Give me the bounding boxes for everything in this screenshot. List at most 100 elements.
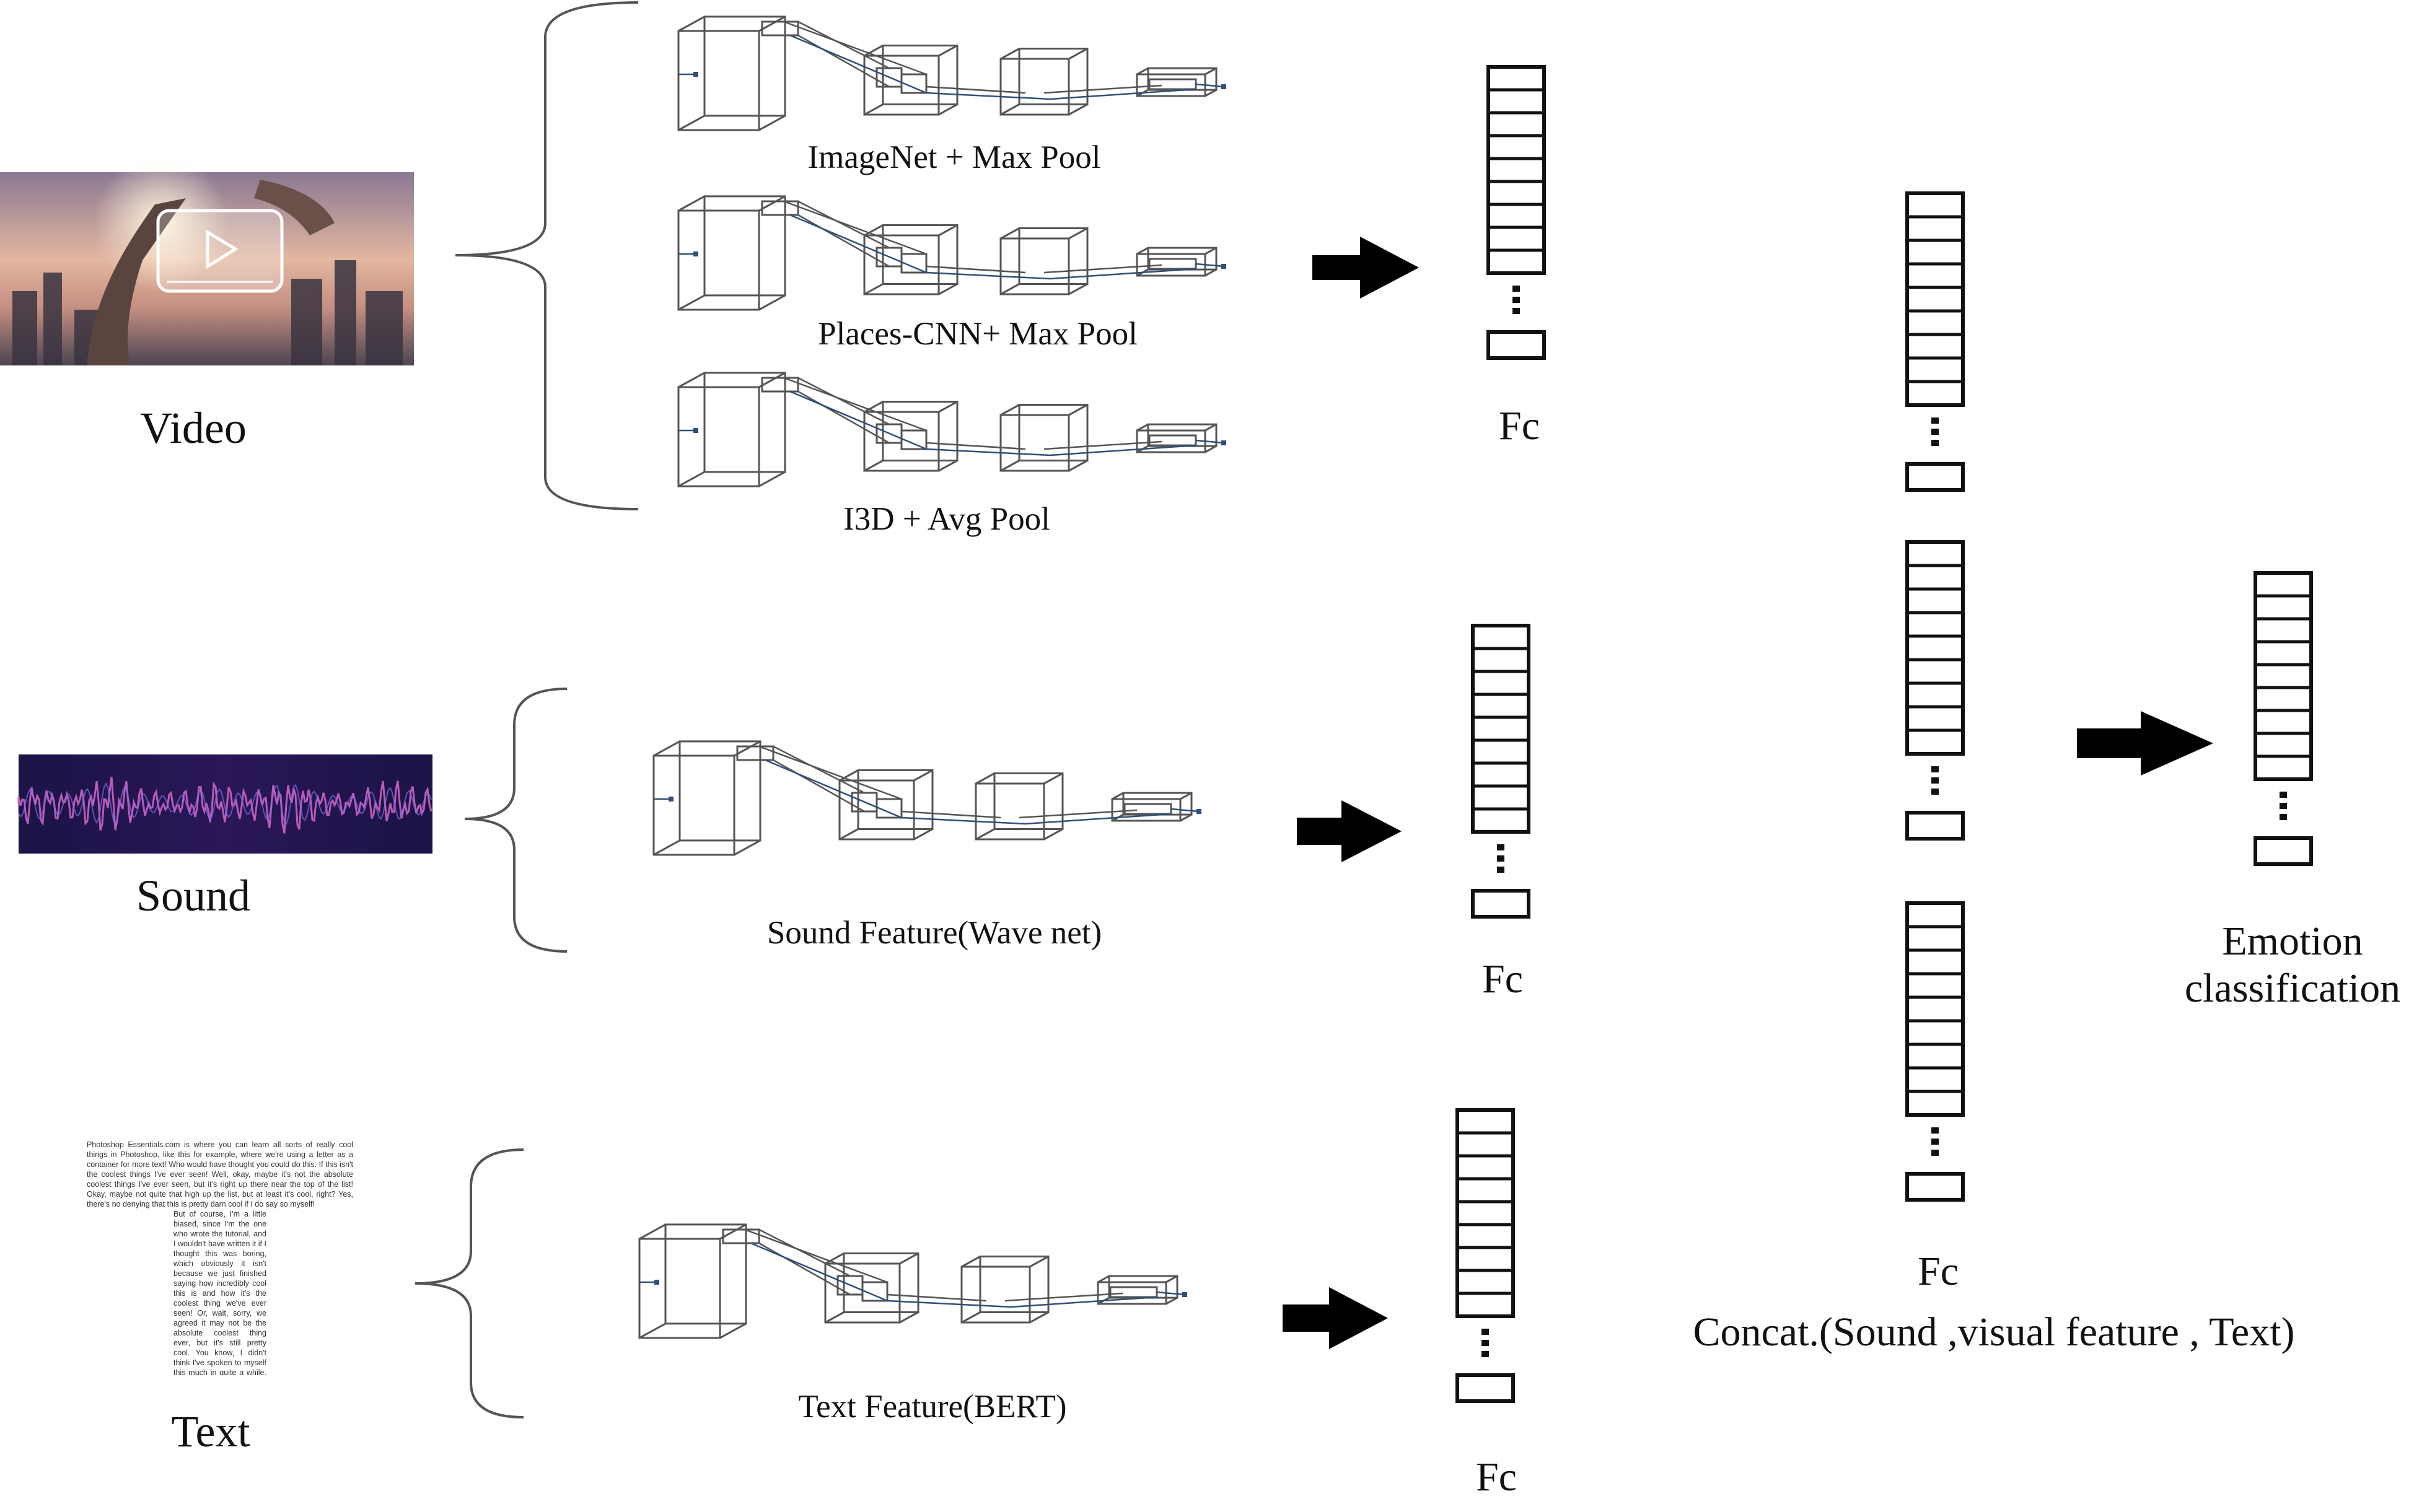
kernel-1 (761, 200, 799, 216)
projection-line (926, 448, 1051, 457)
conv-volume-2-edge (938, 401, 958, 413)
conv-volume-2-edge (899, 1252, 919, 1265)
fc-ellipsis-dot (1512, 297, 1520, 303)
conv-volume-3-edge (1000, 283, 1020, 295)
cnn-imagenet (677, 15, 1226, 131)
conv-volume-3-edge (1068, 283, 1088, 295)
projection-line (789, 390, 927, 450)
concat-arrow (2077, 711, 2213, 776)
text-arrow (1283, 1287, 1388, 1349)
sound-arrow (1297, 800, 1402, 862)
conv-volume-3-edge (1043, 772, 1063, 785)
conv-volume-2-edge (864, 103, 884, 116)
conv-volume-4-edge (1136, 67, 1149, 76)
projection-line (1156, 1291, 1185, 1296)
conv-volume-3-edge (961, 1311, 981, 1324)
conv-volume-3-front (999, 237, 1070, 295)
concat-label: Concat.(Sound ,visual feature , Text) (1693, 1309, 2295, 1355)
projection-line (1004, 1292, 1123, 1302)
projection-line (1195, 439, 1224, 444)
fc-ellipsis-dot (1931, 777, 1939, 784)
conv-volume-3-edge (1068, 404, 1088, 416)
conv-volume-1-back (703, 15, 786, 117)
conv-volume-2-edge (839, 769, 859, 782)
emotion-label-line1: Emotion (2222, 919, 2363, 964)
fc-label-text: Fc (1476, 1454, 1517, 1500)
kernel-1 (761, 20, 799, 37)
conv-volume-2-edge (839, 828, 859, 841)
kernel-2b (876, 798, 903, 819)
projection-line (901, 810, 1001, 819)
conv-volume-1-back (703, 195, 786, 297)
kernel-4 (1148, 258, 1197, 270)
kernel-4 (1123, 803, 1172, 815)
fc-ellipsis-dot (1512, 286, 1520, 292)
emotion-label-line2: classification (2184, 965, 2401, 1011)
kernel-2b (900, 73, 928, 94)
conv-volume-3-edge (1068, 48, 1088, 60)
conv-volume-4-edge (1205, 67, 1217, 76)
conv-volume-1-back (678, 740, 761, 842)
conv-volume-3-edge (1029, 1311, 1049, 1324)
conv-volume-2-edge (864, 45, 884, 57)
projection-line (797, 200, 890, 249)
projection-line (901, 816, 1026, 825)
conv-volume-1-edge (719, 1322, 747, 1339)
kernel-4 (1148, 78, 1197, 90)
projection-line (1170, 808, 1200, 813)
fc-ellipsis-dot (1931, 1150, 1939, 1156)
projection-line (926, 265, 1026, 274)
sound-label: Sound (136, 871, 251, 920)
fc-ellipsis-dot (1931, 766, 1939, 772)
conv-volume-3-edge (961, 1256, 981, 1268)
conv-volume-3-edge (1000, 404, 1020, 416)
video-brace (455, 1, 639, 510)
conv-volume-1-edge (758, 115, 786, 131)
conv-volume-2-edge (825, 1252, 845, 1265)
conv-volume-2-edge (825, 1311, 845, 1324)
projection-line (887, 1293, 987, 1302)
conv-volume-2-edge (864, 401, 884, 413)
projection-line (797, 214, 890, 268)
fc-ellipsis-dot (1931, 429, 1939, 435)
conv-volume-2-edge (938, 460, 958, 472)
fc-column (1471, 624, 1530, 834)
fc-ellipsis-dot (2280, 814, 2287, 820)
projection-line (783, 20, 927, 76)
conv-volume-3-edge (1043, 828, 1063, 841)
conv-volume-4-edge (1112, 792, 1124, 800)
conv-volume-2-front (863, 411, 940, 472)
text-label: Text (171, 1407, 250, 1456)
projection-line (926, 92, 1051, 100)
fc-ellipsis-dot (1481, 1329, 1489, 1335)
fc-column (1486, 65, 1546, 275)
conv-volume-1-back (664, 1223, 747, 1325)
sound-feature-label: Sound Feature(Wave net) (766, 915, 1102, 951)
projection-line (789, 214, 927, 274)
projection-line (1025, 813, 1172, 825)
conv-volume-1-edge (639, 1223, 666, 1240)
i3d-label: I3D + Avg Pool (843, 501, 1050, 537)
conv-volume-3-back (1018, 404, 1089, 461)
kernel-2b (900, 253, 928, 274)
fc-last-cell (1905, 462, 1965, 492)
neuron-dot (1221, 84, 1226, 89)
conv-volume-1-edge (678, 294, 705, 311)
conv-volume-4-edge (1180, 792, 1192, 800)
neuron-dot (1182, 1292, 1187, 1297)
fc-vector-concat-visual (1905, 191, 1965, 492)
text-sample-top: Photoshop Essentials.com is where you ca… (87, 1140, 353, 1208)
conv-volume-1-edge (678, 372, 705, 388)
fc-last-cell (1905, 811, 1965, 841)
fc-ellipsis-dot (2280, 803, 2287, 809)
conv-volume-1-edge (653, 740, 680, 757)
conv-volume-1-front (638, 1238, 721, 1339)
conv-volume-4-edge (1136, 247, 1149, 255)
conv-volume-2-edge (899, 1311, 919, 1324)
text-sample-bottom: But of course, I'm a little biased, sinc… (173, 1210, 266, 1375)
conv-volume-3-edge (1000, 48, 1020, 60)
projection-line (797, 20, 890, 69)
neuron-dot (693, 251, 698, 256)
conv-volume-3-back (1018, 227, 1089, 285)
fc-vector-text (1455, 1108, 1515, 1403)
